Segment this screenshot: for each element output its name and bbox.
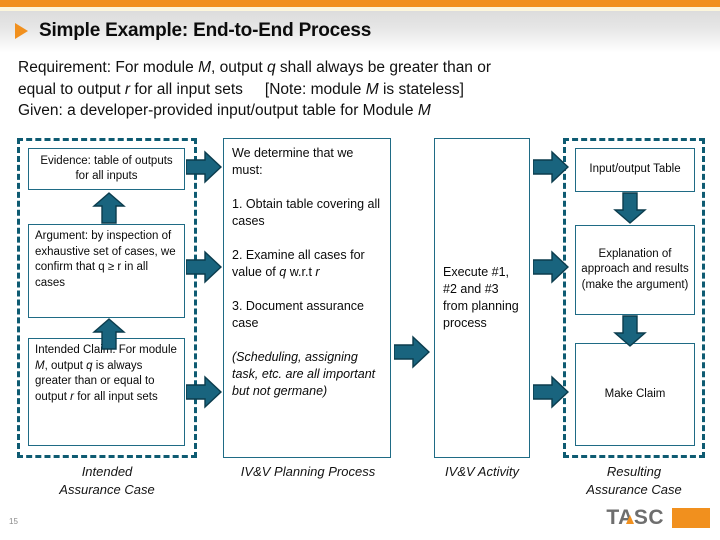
requirement-line-1: Requirement: For module M, output q shal… — [18, 57, 703, 79]
req-l2-r: r — [124, 80, 131, 98]
req-l1-q: q — [267, 59, 276, 76]
caption-resulting-line2: Assurance Case — [586, 482, 682, 497]
req-l2-a: equal to output — [18, 80, 125, 98]
caption-ivv-activity: IV&V Activity — [420, 463, 544, 481]
planning-step-2: 2. Examine all cases for value of q w.r.… — [232, 247, 382, 281]
resulting-assurance-case-region — [563, 138, 705, 458]
planning-note: (Scheduling, assigning task, etc. are al… — [232, 350, 376, 398]
claim-m: M — [35, 359, 45, 372]
caption-planning-line1: IV&V Planning Process — [240, 464, 376, 479]
page-title: Simple Example: End-to-End Process — [39, 20, 372, 41]
claim-d: for all input sets — [74, 390, 158, 403]
step2-q: q — [279, 265, 287, 279]
step2-a: 2. Examine all cases for value of — [232, 248, 365, 279]
caption-intended-line2: Assurance Case — [59, 482, 155, 497]
caption-activity-line1: IV&V Activity — [445, 464, 519, 479]
arrow-right-icon — [533, 150, 569, 184]
tasc-triangle-icon — [626, 515, 635, 524]
claim-c: is always greater than or equal to outpu… — [35, 359, 155, 403]
caption-resulting-line1: Resulting — [606, 464, 662, 479]
claim-b: , output — [44, 359, 87, 372]
req-note-a: [Note: module — [264, 80, 366, 98]
triangle-right-icon — [15, 23, 28, 39]
requirement-text: Requirement: For module M, output q shal… — [18, 57, 703, 122]
req-l1-m: M — [198, 59, 211, 76]
intended-assurance-case-region — [17, 138, 197, 458]
box-argument: Argument: by inspection of exhaustive se… — [28, 224, 185, 318]
arrow-right-icon — [186, 150, 222, 184]
box-explanation: Explanation of approach and results (mak… — [575, 225, 695, 315]
tasc-orange-block — [672, 508, 710, 528]
caption-intended-line1: Intended — [81, 464, 133, 479]
req-l1-a: Requirement: For module — [18, 59, 199, 76]
req-l3-a: Given: a developer-provided input/output… — [18, 102, 418, 119]
claim-r: r — [70, 390, 75, 403]
req-l3-m: M — [417, 102, 431, 119]
tasc-wordmark: TASC — [606, 506, 664, 530]
claim-a: Intended Claim: For module — [35, 344, 177, 356]
box-input-output-table: Input/output Table — [575, 148, 695, 192]
arrow-right-icon — [533, 375, 569, 409]
box-planning-steps: We determine that we must: 1. Obtain tab… — [223, 138, 391, 458]
planning-intro: We determine that we must: — [232, 146, 354, 177]
requirement-line-2: equal to output r for all input sets [Not… — [18, 79, 703, 101]
caption-ivv-planning-process: IV&V Planning Process — [213, 463, 403, 481]
box-intended-claim: Intended Claim: For module M, output q i… — [28, 338, 185, 446]
box-evidence: Evidence: table of outputs for all input… — [28, 148, 185, 190]
box-make-claim: Make Claim — [575, 343, 695, 446]
slide-title-row: Simple Example: End-to-End Process — [0, 16, 720, 46]
arrow-right-icon — [186, 375, 222, 409]
tasc-logo-text: TASC — [606, 506, 664, 529]
planning-step-3: 3. Document assurance case — [232, 299, 365, 330]
top-cream-divider — [0, 7, 720, 11]
arrow-up-icon — [92, 318, 126, 350]
arrow-right-icon — [533, 250, 569, 284]
arrow-up-icon — [92, 192, 126, 224]
page-number: 15 — [9, 517, 18, 526]
arrow-right-icon — [186, 250, 222, 284]
arrow-right-icon — [394, 335, 430, 369]
req-l1-c: shall always be greater than or — [275, 59, 492, 76]
header-background — [0, 11, 720, 53]
tasc-logo: TASC — [606, 506, 710, 530]
req-l2-b: for all input sets — [130, 80, 243, 98]
requirement-line-3: Given: a developer-provided input/output… — [18, 100, 703, 122]
box-activity: Execute #1, #2 and #3 from planning proc… — [434, 138, 530, 458]
arrow-down-icon — [613, 315, 647, 347]
caption-resulting-assurance-case: Resulting Assurance Case — [560, 463, 708, 499]
req-l1-b: , output — [210, 59, 267, 76]
req-note-b: is stateless] — [378, 80, 464, 98]
arrow-down-icon — [613, 192, 647, 224]
req-note-m: M — [365, 80, 379, 98]
step2-b: w.r.t — [286, 265, 316, 279]
planning-step-1: 1. Obtain table covering all cases — [232, 197, 381, 228]
process-diagram: Evidence: table of outputs for all input… — [0, 130, 720, 505]
step2-r: r — [315, 265, 320, 279]
caption-intended-assurance-case: Intended Assurance Case — [17, 463, 197, 499]
top-accent-bar — [0, 0, 720, 7]
claim-q: q — [86, 359, 93, 372]
